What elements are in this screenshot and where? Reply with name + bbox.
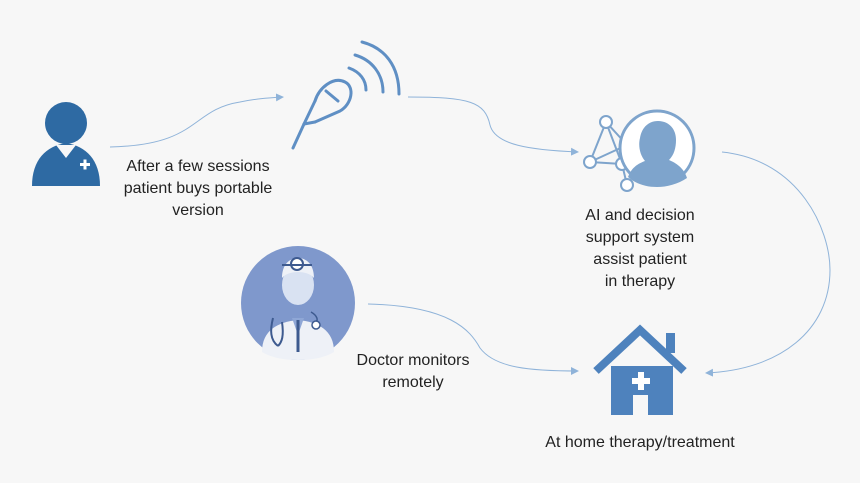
home-medical-icon <box>593 324 687 415</box>
home-therapy-label: At home therapy/treatment <box>545 434 735 451</box>
doctor-avatar-icon <box>241 246 355 360</box>
nurse-person-icon <box>32 102 100 186</box>
doctor-monitoring-label: Doctor monitors remotely <box>356 352 470 391</box>
ai-network-head-icon <box>583 109 696 192</box>
connector-patient-to-device <box>109 93 284 148</box>
connector-ai-to-home <box>705 151 831 377</box>
connector-doctor-to-home <box>367 303 579 375</box>
connector-device-to-ai <box>407 96 579 156</box>
patient-purchase-label: After a few sessions patient buys portab… <box>123 158 273 219</box>
ultrasound-probe-icon <box>291 40 401 150</box>
ai-support-label: AI and decision support system assist pa… <box>585 207 695 290</box>
